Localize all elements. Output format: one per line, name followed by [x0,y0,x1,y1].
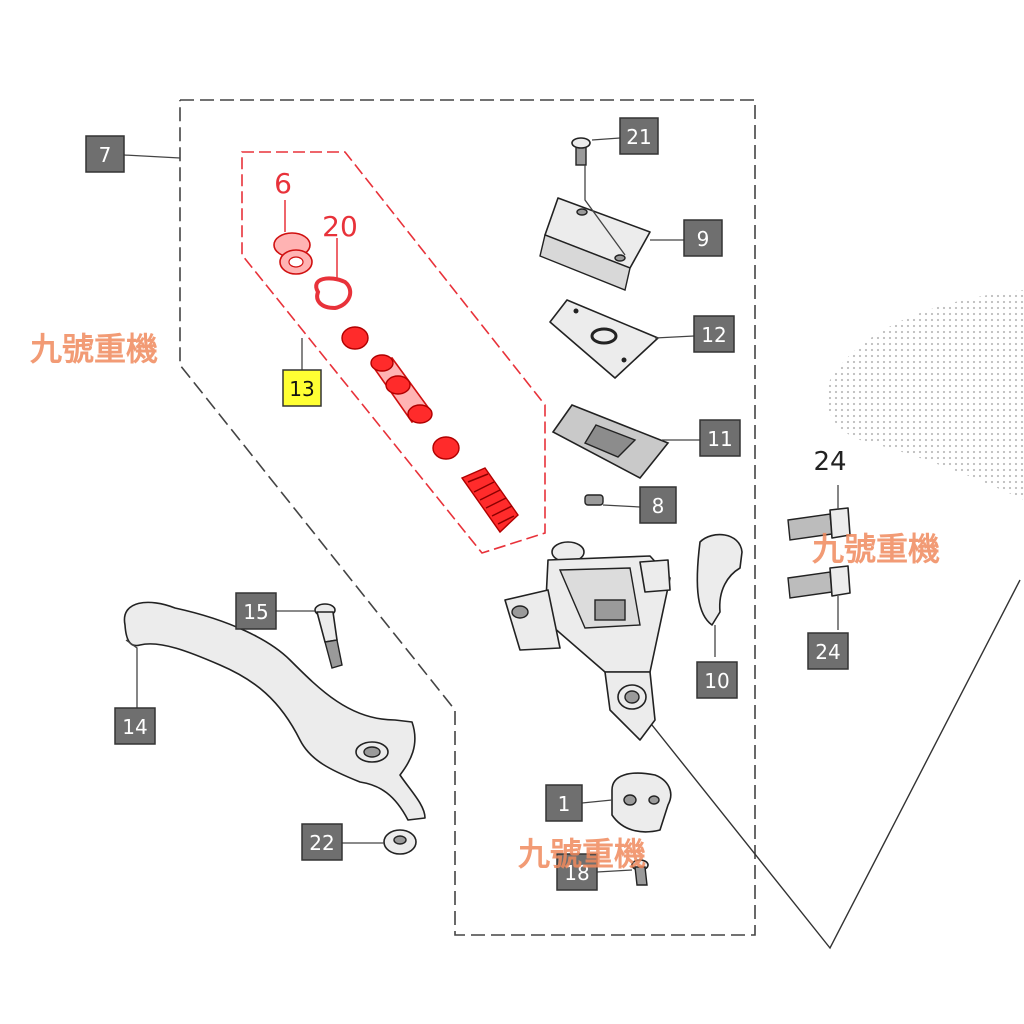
diaphragm-plate-12 [549,299,659,379]
leader-14 [125,639,138,708]
clip-8 [584,494,604,506]
label-24-bottom: 24 [807,632,849,670]
handlebar-dotted-shape [826,290,1024,500]
brake-lever-14 [123,601,426,821]
label-22: 22 [301,823,343,861]
svg-text:18: 18 [564,861,589,885]
watermark-right: 九號重機 [812,530,940,568]
screw-18 [631,859,649,886]
svg-text:7: 7 [99,143,112,167]
svg-text:9: 9 [697,227,710,251]
leader-21 [591,137,621,141]
label-13: 13 [282,369,322,407]
watermark-left: 九號重機 [30,330,158,368]
assembly-dashed-outline [179,99,756,936]
handlebar-outline-lines [639,579,1021,950]
screw-21 [571,137,591,166]
diaphragm-11 [551,404,670,480]
label-18: 18 [556,853,598,891]
svg-text:8: 8 [652,494,665,518]
svg-text:12: 12 [701,323,726,347]
label-11: 11 [699,419,741,457]
leader-21-down [584,165,626,256]
label-21: 21 [619,117,659,155]
svg-text:10: 10 [704,669,729,693]
leader-12 [654,335,695,339]
boot-6 [273,232,313,275]
label-14: 14 [114,707,156,745]
label-6: 6 [274,167,292,200]
master-cylinder-body [504,541,671,741]
reservoir-cap-9 [539,197,651,291]
label-24-top: 24 [813,447,846,477]
svg-text:15: 15 [243,600,268,624]
piston [370,354,433,424]
brake-switch-1 [611,772,672,833]
label-15: 15 [235,592,277,630]
pivot-bolt-15 [314,603,343,669]
piston-cup-2 [432,436,460,460]
label-1: 1 [545,784,583,822]
leader-8 [602,504,641,508]
svg-text:24: 24 [815,640,840,664]
leader-18 [596,869,633,873]
svg-text:22: 22 [309,831,334,855]
bolt-24-bottom [787,565,851,599]
svg-text:13: 13 [289,377,314,401]
leader-7 [123,154,181,159]
spring [460,467,519,534]
label-8: 8 [639,486,677,524]
bolt-24-top [787,507,851,541]
label-10: 10 [696,661,738,699]
svg-text:1: 1 [558,792,571,816]
svg-text:21: 21 [626,125,651,149]
piston-kit-outline [241,151,546,554]
label-9: 9 [683,219,723,257]
nut-22 [383,829,417,855]
watermark-bottom: 九號重機 [518,835,646,873]
clamp-10 [696,533,743,626]
svg-text:11: 11 [707,427,732,451]
svg-text:14: 14 [122,715,147,739]
label-7: 7 [85,135,125,173]
label-12: 12 [693,315,735,353]
circlip-20 [314,276,353,311]
leader-1 [581,799,613,804]
piston-cup-1 [341,326,369,350]
label-20: 20 [322,210,358,243]
